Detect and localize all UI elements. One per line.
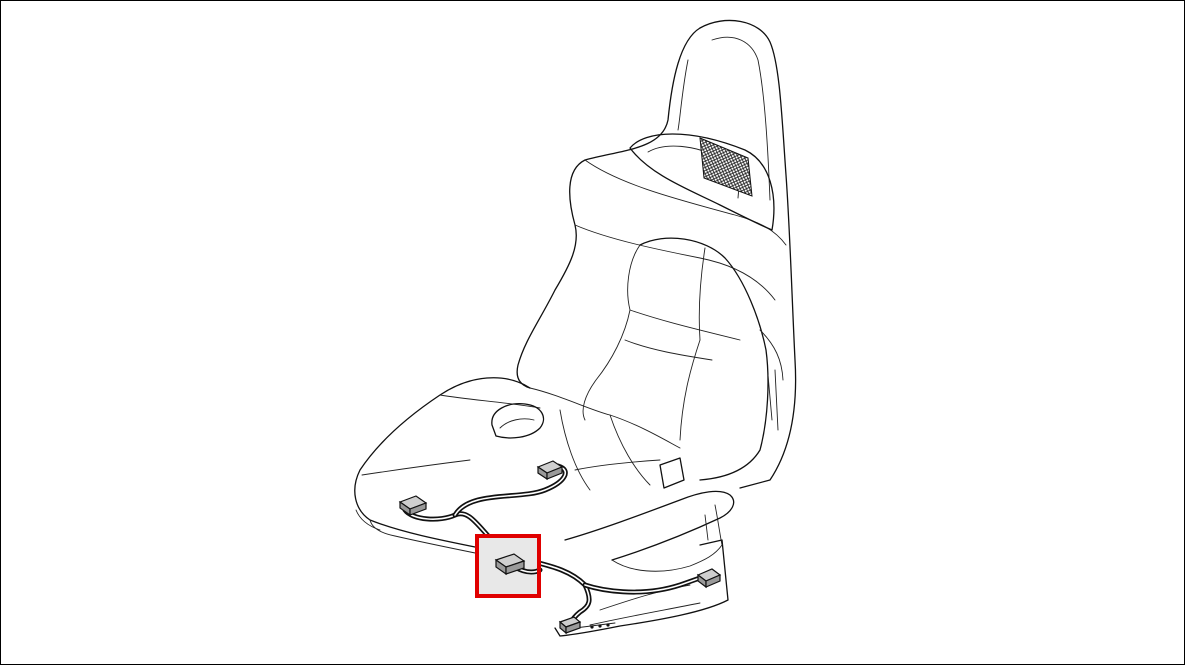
seat-cushion xyxy=(354,377,685,559)
connector-right xyxy=(696,568,722,589)
wiring-harness xyxy=(402,463,715,627)
highlighted-connector xyxy=(494,553,526,576)
connector-top xyxy=(536,460,564,481)
seat-frame xyxy=(554,490,735,637)
seat-backrest xyxy=(516,19,797,489)
highlight-box xyxy=(475,534,543,598)
connector-bottom xyxy=(558,616,582,635)
connector-left xyxy=(398,495,428,517)
